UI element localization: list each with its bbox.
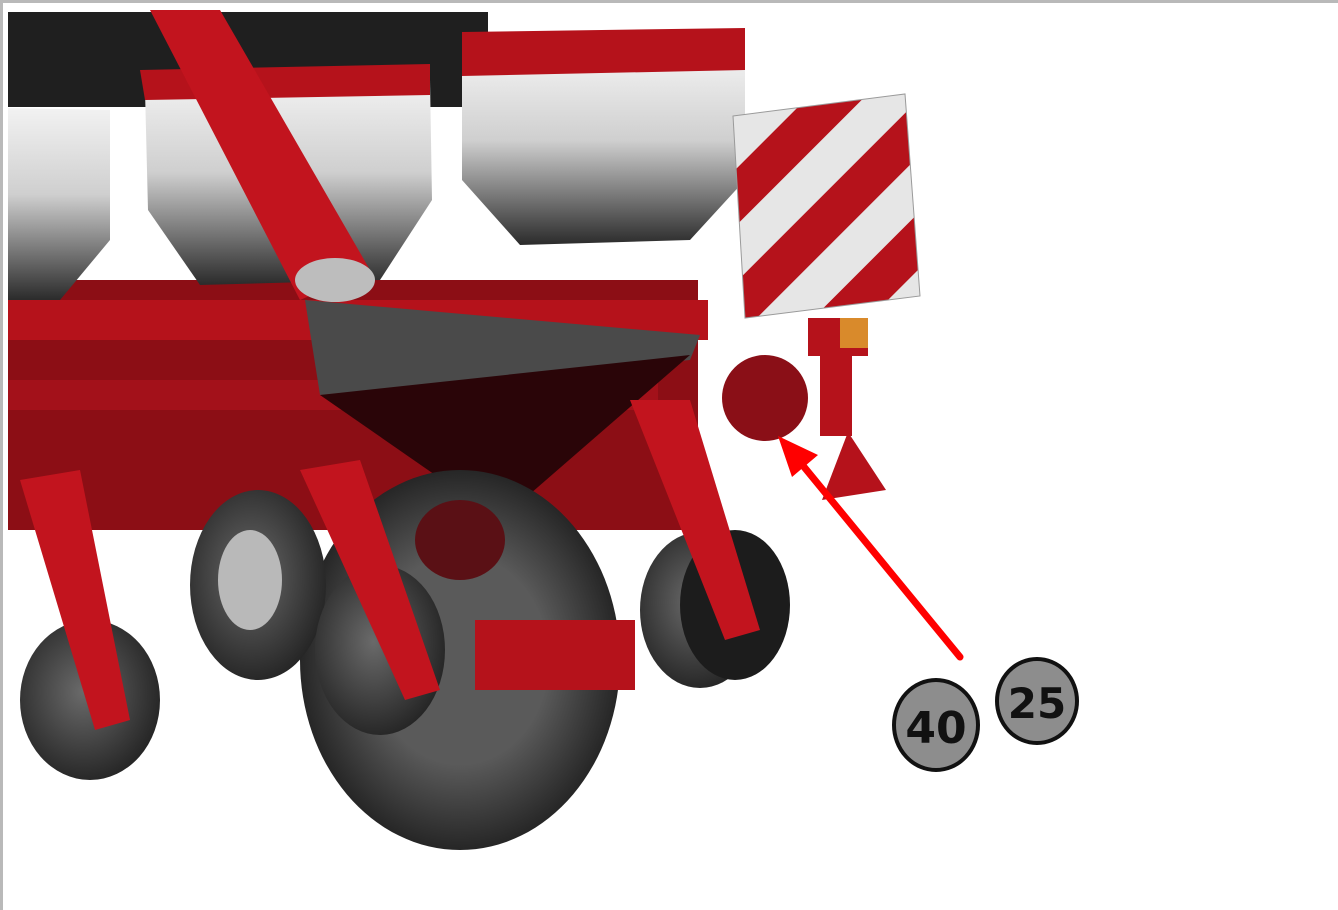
seeding-units	[20, 400, 760, 730]
speed-sign-25-label: 25	[1008, 679, 1066, 728]
speed-sign-40-label: 40	[905, 703, 966, 754]
fan-tube	[150, 10, 375, 302]
pointer-arrow	[778, 436, 964, 661]
speed-sign-mount-disc	[722, 355, 808, 441]
speed-sign-40: 40	[892, 678, 980, 772]
fertilizer-hopper	[305, 300, 700, 520]
lamp-bracket	[808, 318, 886, 500]
speed-sign-25: 25	[995, 657, 1079, 745]
warning-plate	[732, 93, 921, 319]
